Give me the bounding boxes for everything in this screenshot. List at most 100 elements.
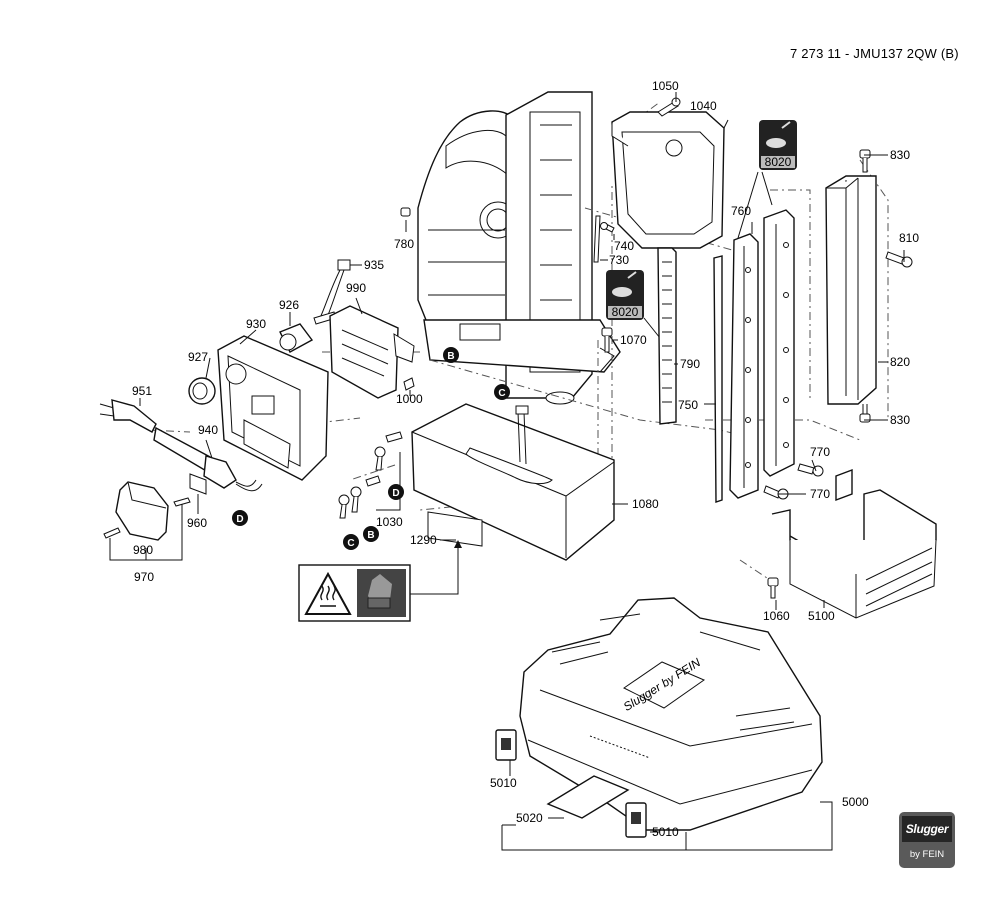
part-label-960: 960 [187, 516, 207, 530]
pcb-990 [329, 305, 415, 399]
power-cord-940 [153, 426, 263, 492]
document-id: 7 273 11 - JMU137 2QW (B) [790, 46, 959, 61]
part-label-790: 790 [680, 357, 700, 371]
part-label-1060: 1060 [763, 609, 790, 623]
knob-927 [188, 377, 216, 405]
strip-750 [713, 255, 723, 503]
part-label-810: 810 [899, 231, 919, 245]
leader-lines [109, 92, 905, 776]
screw-980-a [103, 527, 121, 539]
magnet-base-1080 [411, 403, 615, 561]
warning-arrow [454, 540, 462, 548]
brand-logo: Slugger by FEIN [899, 812, 955, 868]
case-leaders [501, 801, 833, 851]
power-plug-951 [99, 399, 157, 433]
warning-label [298, 564, 411, 622]
part-label-780: 780 [394, 237, 414, 251]
svg-text:D: D [236, 514, 243, 525]
part-label-1050: 1050 [652, 79, 679, 93]
screw-830-bottom [859, 404, 871, 423]
connector-badge-D: D [388, 484, 404, 500]
part-label-980: 980 [133, 543, 153, 557]
connector-badge-B: B [443, 347, 459, 363]
hot-surface-warning-icon [304, 571, 352, 615]
part-label-770-b: 770 [810, 487, 830, 501]
part-label-930: 930 [246, 317, 266, 331]
part-label-1080: 1080 [632, 497, 659, 511]
grease-label: 8020 [765, 155, 792, 169]
cable-lugs-1030 [338, 431, 403, 519]
screw-1000 [403, 377, 415, 391]
label-1290 [427, 511, 483, 547]
svg-text:B: B [447, 351, 454, 362]
grease-pointer-upper [737, 171, 773, 239]
latch-5010-left [495, 729, 517, 761]
svg-text:B: B [367, 530, 374, 541]
plug-780 [400, 207, 411, 217]
svg-text:C: C [347, 538, 354, 549]
part-label-951: 951 [132, 384, 152, 398]
part-label-830-top: 830 [890, 148, 910, 162]
part-label-927: 927 [188, 350, 208, 364]
part-label-1030: 1030 [376, 515, 403, 529]
switch-housing-930 [217, 335, 329, 481]
screw-1060 [767, 577, 779, 599]
gearbox-cover [611, 111, 725, 249]
part-label-1290: 1290 [410, 533, 437, 547]
connector-badge-C: C [494, 384, 510, 400]
part-label-830-bottom: 830 [890, 413, 910, 427]
manual-5020 [546, 775, 630, 819]
cover-980 [115, 481, 169, 541]
part-labels: 1050 1040 830 810 820 830 760 780 740 73… [132, 79, 919, 839]
switch-926 [279, 323, 314, 353]
rack-790 [657, 247, 677, 425]
clip-730 [593, 215, 601, 263]
screw-810 [885, 251, 913, 268]
screw-1070 [601, 327, 613, 353]
svg-text:C: C [498, 388, 505, 399]
part-label-760: 760 [731, 204, 751, 218]
part-label-740: 740 [614, 239, 634, 253]
part-label-730: 730 [609, 253, 629, 267]
guide-820 [825, 175, 877, 405]
screw-830-top [859, 149, 871, 173]
part-label-1000: 1000 [396, 392, 423, 406]
screw-740 [600, 222, 615, 233]
part-label-940: 940 [198, 423, 218, 437]
grease-icon-upper: 8020 [759, 120, 797, 170]
screw-770-b [763, 485, 789, 500]
connector-badge-D: D [232, 510, 248, 526]
screw-980-b [173, 497, 191, 507]
part-label-1070: 1070 [620, 333, 647, 347]
brand-name: Slugger [902, 816, 952, 842]
part-label-820: 820 [890, 355, 910, 369]
guide-rail-760b [763, 209, 795, 477]
connector-badge-C: C [343, 534, 359, 550]
part-label-5000: 5000 [842, 795, 869, 809]
carrying-case-5000: Slugger by FEIN [519, 597, 823, 831]
part-label-770-a: 770 [810, 445, 830, 459]
guide-rail-760 [729, 233, 759, 499]
brand-subtitle: by FEIN [909, 849, 945, 860]
hand-handling-icon [357, 569, 406, 617]
drill-frame [417, 91, 621, 405]
svg-text:D: D [392, 488, 399, 499]
cable-clamp-960 [189, 473, 207, 495]
part-label-750: 750 [678, 398, 698, 412]
latch-5010-right [625, 802, 647, 838]
part-label-990: 990 [346, 281, 366, 295]
grease-pointer-lower [643, 317, 661, 339]
part-label-935: 935 [364, 258, 384, 272]
part-label-5010-right: 5010 [652, 825, 679, 839]
part-label-5010-left: 5010 [490, 776, 517, 790]
part-label-970: 970 [134, 570, 154, 584]
connector-badge-B: B [363, 526, 379, 542]
part-label-5020: 5020 [516, 811, 543, 825]
grease-label: 8020 [612, 305, 639, 319]
warning-leader [410, 544, 459, 595]
part-label-5100: 5100 [808, 609, 835, 623]
part-label-926: 926 [279, 298, 299, 312]
chip-guard-5100 [771, 468, 937, 619]
grease-icon-lower: 8020 [606, 270, 644, 320]
